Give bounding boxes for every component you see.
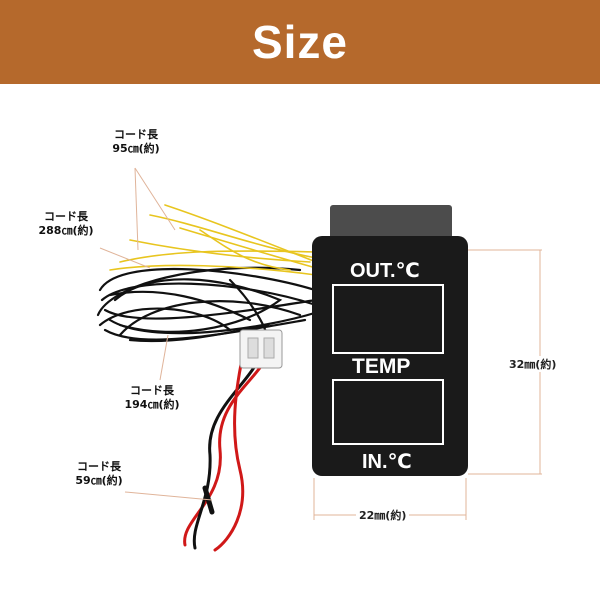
callout-ground-cable: コード長 194㎝(約) <box>116 384 188 412</box>
callout-black-cable: コード長 288㎝(約) <box>30 210 102 238</box>
callout-yellow-cable: コード長 95㎝(約) <box>104 128 168 156</box>
callout-leader-lines <box>99 167 213 501</box>
temperature-meter <box>312 205 468 476</box>
width-dimension-label: 22㎜(約) <box>356 507 410 523</box>
callout-length: 288㎝(約) <box>38 224 94 237</box>
out-temperature-label: OUT.℃ <box>350 260 420 282</box>
callout-title: コード長 <box>77 460 121 473</box>
callout-length: 194㎝(約) <box>124 398 180 411</box>
callout-length: 95㎝(約) <box>112 142 160 155</box>
height-dimension-label: 32㎜(約) <box>506 356 560 372</box>
callout-length: 59㎝(約) <box>75 474 123 487</box>
black-cable-bundle <box>96 266 320 347</box>
red-power-cable <box>183 343 272 552</box>
title-banner: Size <box>0 0 600 84</box>
callout-power-cable: コード長 59㎝(約) <box>64 460 134 488</box>
callout-title: コード長 <box>130 384 174 397</box>
white-connector <box>239 329 283 369</box>
temp-label: TEMP <box>352 355 411 378</box>
in-temperature-label: IN.℃ <box>362 451 412 473</box>
callout-title: コード長 <box>44 210 88 223</box>
banner-title: Size <box>251 16 349 68</box>
callout-title: コード長 <box>114 128 158 141</box>
